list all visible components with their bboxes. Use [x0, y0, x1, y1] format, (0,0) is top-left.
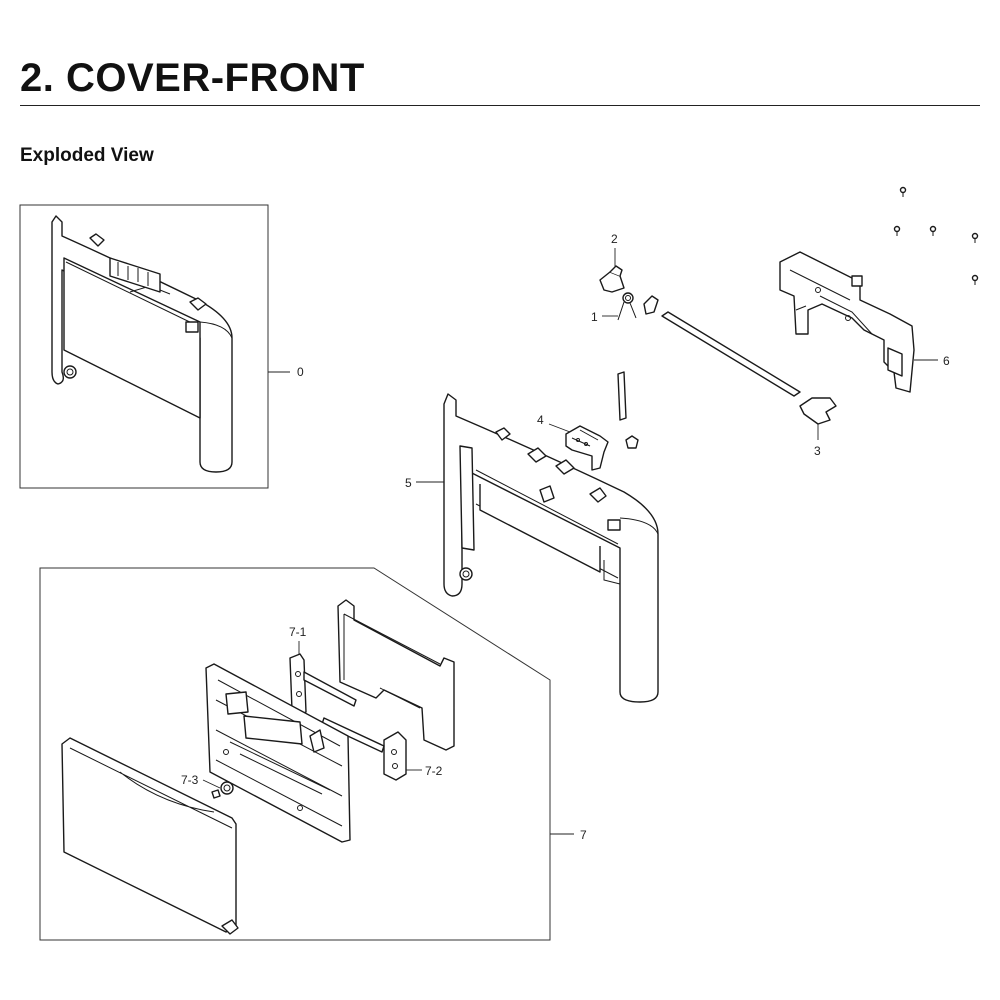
part-5-cover-frame: [443, 393, 659, 703]
part-2-lever: [599, 265, 625, 293]
callout-7-2: 7-2: [425, 764, 443, 778]
callout-1: 1: [591, 310, 598, 324]
part-0-cover-front-assembly: [51, 215, 233, 473]
page-title: 2. COVER-FRONT: [20, 56, 365, 100]
section-title: Exploded View: [20, 145, 154, 166]
shaft: [661, 311, 801, 397]
assembly-inset-box: 0: [19, 204, 304, 489]
part-7-2-arm: [321, 717, 407, 781]
part-4-holder: [565, 425, 609, 471]
part-inner-door-frame: [205, 663, 351, 843]
callout-6: 6: [943, 354, 950, 368]
screw: [899, 186, 907, 197]
small-clip: [625, 435, 639, 449]
callout-0: 0: [297, 365, 304, 379]
door-subassembly-box: 7 7-1 7-2: [39, 567, 587, 941]
callout-3: 3: [814, 444, 821, 458]
part-inner-sheet: [337, 599, 455, 751]
screw: [893, 225, 901, 236]
part-door-panel: [61, 737, 239, 935]
part-7-3-roller: [211, 781, 234, 799]
rod: [617, 371, 627, 421]
screws: [893, 186, 979, 285]
callout-5: 5: [405, 476, 412, 490]
callout-4: 4: [537, 413, 544, 427]
part-3-latch: [799, 397, 837, 425]
screw: [971, 274, 979, 285]
callout-7-1: 7-1: [289, 625, 307, 639]
inset-frame: [19, 204, 269, 489]
title-rule: [20, 105, 980, 106]
part-6-bracket: [779, 251, 915, 393]
subassembly-frame: [39, 567, 551, 941]
screw: [971, 232, 979, 243]
callout-7-3: 7-3: [181, 773, 199, 787]
part-7-1-arm: [289, 653, 357, 717]
part-1-spring: [617, 292, 637, 321]
latch: [643, 295, 659, 315]
leader-7-3: [202, 779, 221, 789]
screw: [929, 225, 937, 236]
callout-2: 2: [611, 232, 618, 246]
callout-7: 7: [580, 828, 587, 842]
leader-4: [548, 423, 571, 433]
